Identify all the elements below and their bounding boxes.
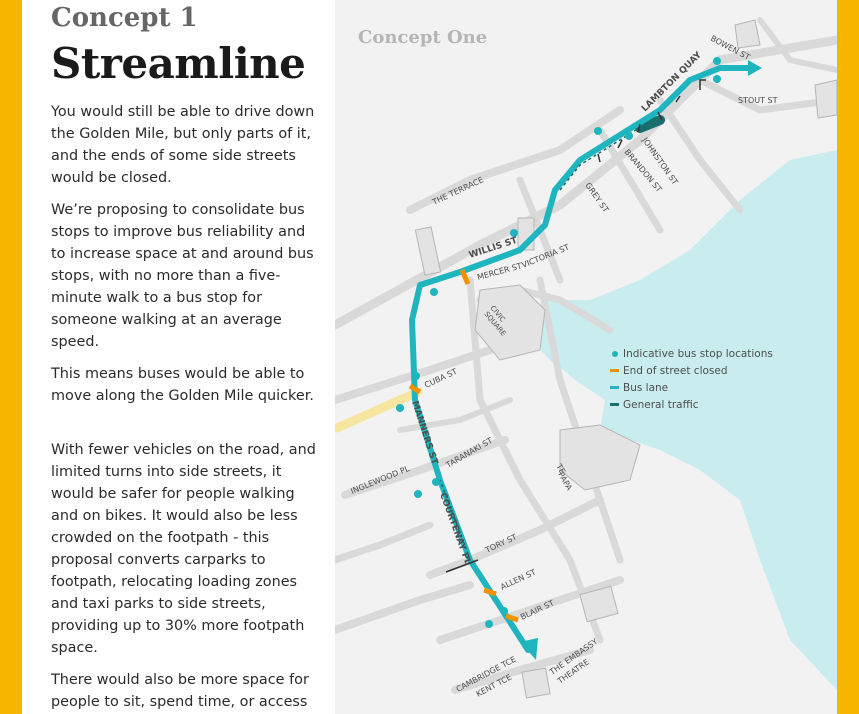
- body-paragraph-4: With fewer vehicles on the road, and lim…: [51, 442, 316, 656]
- left-accent-bar: [0, 0, 22, 714]
- turn-arrows: [445, 79, 706, 573]
- bus-lane-route-centerline: [439, 117, 656, 561]
- route-map: Concept One BOWEN ST LAMBTON QUAY STOUT …: [335, 0, 837, 714]
- harbour-water: [520, 150, 837, 690]
- body-paragraph-5: There would also be more space for peopl…: [51, 672, 309, 710]
- legend-bus-stop-swatch: [612, 351, 618, 357]
- legend-bus-stop-label: Indicative bus stop locations: [623, 348, 773, 360]
- road-network: [335, 17, 837, 694]
- right-accent-bar: [837, 0, 859, 714]
- legend-traffic-swatch: [610, 403, 619, 406]
- concept-eyebrow: Concept 1: [51, 3, 198, 33]
- legend-traffic-label: General traffic: [623, 399, 699, 411]
- route-arrow-north: [748, 60, 762, 76]
- legend-closed-label: End of street closed: [623, 365, 728, 377]
- legend-closed-swatch: [610, 369, 619, 372]
- map-legend: Indicative bus stop locations End of str…: [610, 348, 773, 411]
- bus-lane-route: [409, 65, 758, 653]
- buildings: [414, 19, 837, 699]
- cuba-mall-highlight: [335, 387, 423, 433]
- map-title: Concept One: [358, 27, 487, 48]
- general-traffic-segment: [635, 115, 665, 133]
- label-stout-st: STOUT ST: [738, 96, 778, 105]
- page-title: Streamline: [51, 39, 306, 88]
- legend-bus-lane-swatch: [610, 386, 619, 389]
- body-paragraph-2: We’re proposing to consolidate bus stops…: [51, 202, 314, 350]
- body-paragraph-3: This means buses would be able to move a…: [51, 366, 314, 404]
- closed-street-ends: [408, 269, 519, 623]
- bus-stops: [396, 57, 721, 628]
- route-arrow-south: [520, 638, 538, 660]
- legend-bus-lane-label: Bus lane: [623, 382, 668, 394]
- body-paragraph-1: You would still be able to drive down th…: [51, 104, 315, 186]
